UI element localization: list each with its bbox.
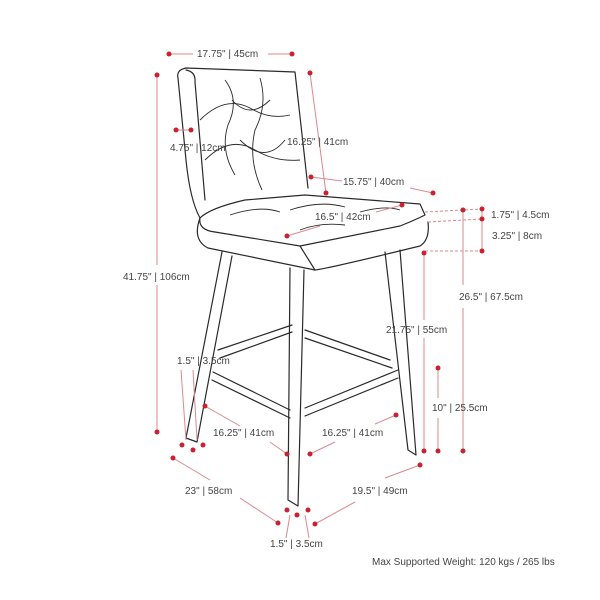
base-depth-label: 23" | 58cm [185,486,232,497]
stool-outline [177,67,429,507]
footrest-right-label: 16.25" | 41cm [322,428,383,439]
seat-frame-height-label: 3.25" | 8cm [492,231,542,242]
max-weight-label: Max Supported Weight: 120 kgs / 265 lbs [372,557,555,568]
seat-height-label: 26.5" | 67.5cm [459,292,523,303]
armrest-width-label: 4.75" | 12cm [170,143,226,154]
total-height-label: 41.75" | 106cm [123,272,190,283]
dimension-labels: 17.75" | 45cm 4.75" | 12cm 16.25" | 41cm… [123,49,555,568]
leg-height-label: 21.75" | 55cm [386,325,447,336]
leg-width-bottom-label: 1.5" | 3.5cm [270,539,323,550]
back-height-label: 16.25" | 41cm [287,137,348,148]
back-width-label: 17.75" | 45cm [197,49,258,60]
cushion-thickness-label: 1.75" | 4.5cm [491,210,549,221]
seat-width-label: 16.5" | 42cm [315,212,371,223]
leg-width-left-label: 1.5" | 3.5cm [177,356,230,367]
footrest-height-label: 10" | 25.5cm [432,403,488,414]
dimension-lines [154,51,485,539]
footrest-left-label: 16.25" | 41cm [213,428,274,439]
base-width-label: 19.5" | 49cm [352,486,408,497]
seat-depth-label: 15.75" | 40cm [343,177,404,188]
